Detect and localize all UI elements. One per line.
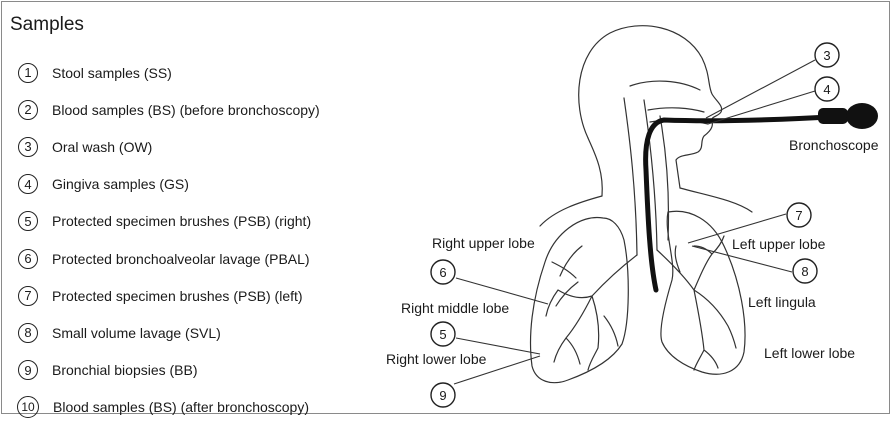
leader-line-3	[706, 60, 815, 118]
label-right-upper-lobe: Right upper lobe	[432, 235, 535, 251]
label-left-lingula: Left lingula	[748, 294, 816, 310]
bronchoscope-eyepiece	[846, 103, 878, 129]
trachea-left-wall	[624, 98, 637, 255]
marker-3: 3	[815, 43, 839, 67]
right-bronchial-tree	[546, 246, 637, 370]
svg-text:7: 7	[795, 208, 802, 223]
bronchoscope	[646, 103, 878, 290]
marker-9: 9	[431, 383, 455, 407]
svg-text:9: 9	[439, 388, 446, 403]
label-right-middle-lobe: Right middle lobe	[401, 300, 509, 316]
airway-diagram: 3 4 7 8 6 5 9 Bronchoscope Right upper l…	[0, 0, 893, 417]
right-lung-outline	[531, 217, 629, 382]
torso-right-outline	[680, 188, 752, 212]
neck-back-outline	[588, 138, 602, 196]
marker-8: 8	[793, 259, 817, 283]
svg-text:3: 3	[823, 48, 830, 63]
svg-text:6: 6	[439, 265, 446, 280]
label-right-lower-lobe: Right lower lobe	[386, 351, 487, 367]
svg-text:5: 5	[439, 327, 446, 342]
marker-7: 7	[787, 203, 811, 227]
marker-5: 5	[431, 322, 455, 346]
bronchoscope-handle	[818, 108, 848, 124]
label-bronchoscope: Bronchoscope	[789, 137, 879, 153]
marker-4: 4	[815, 77, 839, 101]
svg-text:8: 8	[801, 264, 808, 279]
left-bronchial-tree	[657, 236, 736, 370]
svg-text:4: 4	[823, 82, 830, 97]
oral-cavity	[648, 108, 704, 112]
torso-left-outline	[540, 196, 602, 226]
label-left-upper-lobe: Left upper lobe	[732, 236, 826, 252]
label-left-lower-lobe: Left lower lobe	[764, 345, 855, 361]
head-outline	[579, 26, 722, 188]
nasal-cavity	[630, 81, 700, 90]
marker-6: 6	[431, 260, 455, 284]
